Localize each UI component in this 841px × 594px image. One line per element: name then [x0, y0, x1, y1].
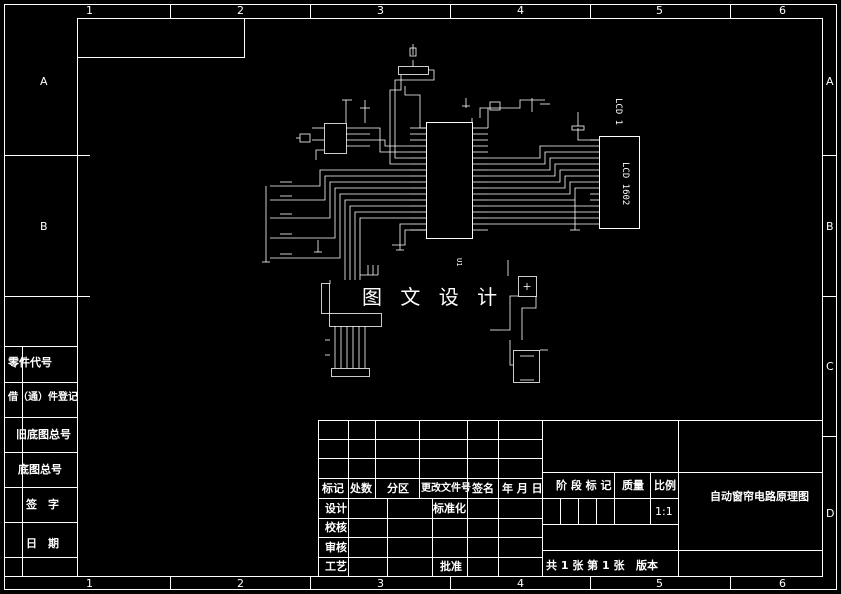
tb-header-mark: 标记 [322, 482, 344, 495]
left-label-part-code: 零件代号 [8, 356, 52, 369]
tb-row-check: 校核 [325, 521, 347, 534]
zone-top-4: 4 [517, 4, 524, 17]
zone-top-1: 1 [86, 4, 93, 17]
zone-right-a: A [826, 75, 834, 88]
tb-header-zone: 分区 [387, 482, 409, 495]
lcd-designator: LCD 1 [613, 98, 623, 126]
zone-top-2: 2 [237, 4, 244, 17]
tb-header-date: 年 月 日 [502, 482, 543, 495]
tb-header-sign: 签名 [472, 482, 494, 495]
lcd-module [599, 136, 640, 229]
zone-top-5: 5 [656, 4, 663, 17]
zone-bottom-5: 5 [656, 577, 663, 590]
left-label-old-base-number: 旧底图总号 [16, 428, 71, 441]
tb-sheets: 共 1 张 第 1 张 [546, 559, 625, 572]
zone-right-b: B [826, 220, 834, 233]
left-label-signature: 签 字 [26, 498, 59, 511]
tb-drawing-title: 自动窗帘电路原理图 [710, 490, 809, 503]
zone-bottom-2: 2 [237, 577, 244, 590]
tb-scale-value: 1:1 [655, 505, 673, 518]
zone-bottom-3: 3 [377, 577, 384, 590]
tb-standardize: 标准化 [433, 502, 466, 515]
tb-scale-label: 比例 [654, 479, 676, 492]
left-label-base-number: 底图总号 [18, 463, 62, 476]
left-label-date: 日 期 [26, 537, 59, 550]
zone-top-3: 3 [377, 4, 384, 17]
mcu-designator: U1 [455, 258, 463, 267]
tb-header-change-doc: 更改文件号 [421, 483, 471, 494]
zone-left-b: B [40, 220, 48, 233]
tb-row-review: 审核 [325, 541, 347, 554]
tb-stage-mark: 阶 段 标 记 [556, 479, 612, 492]
lcd-model: LCD 1602 [620, 162, 630, 206]
left-label-borrow-register: 借（通）件登记 [8, 392, 78, 403]
mcu-chip [426, 122, 473, 239]
zone-right-c: C [826, 360, 834, 373]
tb-approve: 批准 [440, 560, 462, 573]
zone-bottom-1: 1 [86, 577, 93, 590]
zone-right-d: D [826, 507, 835, 520]
zone-bottom-4: 4 [517, 577, 524, 590]
tb-version: 版本 [636, 559, 658, 572]
tb-row-process: 工艺 [325, 560, 347, 573]
tb-header-count: 处数 [350, 482, 372, 495]
tb-row-design: 设计 [325, 502, 347, 515]
watermark: 图 文 设 计 [362, 285, 504, 309]
zone-bottom-6: 6 [779, 577, 786, 590]
tb-weight: 质量 [622, 479, 644, 492]
zone-top-6: 6 [779, 4, 786, 17]
zone-left-a: A [40, 75, 48, 88]
